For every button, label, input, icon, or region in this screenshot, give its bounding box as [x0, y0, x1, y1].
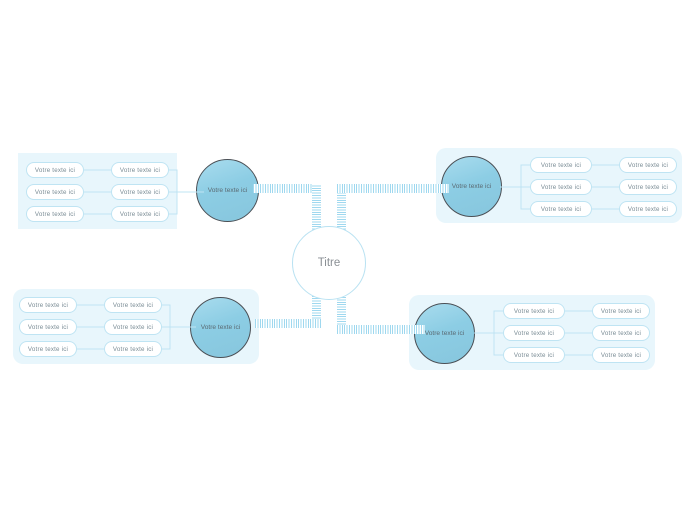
- branch-node-bottom-left[interactable]: Votre texte ici: [190, 297, 251, 358]
- pill-item[interactable]: Votre texte ici: [503, 303, 565, 319]
- branch-node-label: Votre texte ici: [207, 187, 248, 194]
- ribbon-center-to-bottom-right-riser: [337, 294, 346, 334]
- center-node-titre[interactable]: Titre: [292, 226, 366, 300]
- pill-label: Votre texte ici: [34, 188, 76, 196]
- pill-label: Votre texte ici: [513, 307, 555, 315]
- ribbon-center-to-top-left: [253, 184, 321, 193]
- ribbon-center-to-top-right: [337, 184, 449, 193]
- pill-item[interactable]: Votre texte ici: [503, 347, 565, 363]
- ribbon-center-to-bottom-left: [255, 319, 321, 328]
- pill-label: Votre texte ici: [34, 166, 76, 174]
- ribbon-center-to-top-right-riser: [337, 184, 346, 232]
- ribbon-center-to-bottom-right: [337, 325, 425, 334]
- pill-label: Votre texte ici: [513, 351, 555, 359]
- ribbon-center-to-top-left-riser: [312, 184, 321, 232]
- pill-label: Votre texte ici: [600, 351, 642, 359]
- pill-label: Votre texte ici: [112, 323, 154, 331]
- pill-label: Votre texte ici: [119, 210, 161, 218]
- branch-node-label: Votre texte ici: [424, 330, 465, 337]
- pill-label: Votre texte ici: [627, 161, 669, 169]
- pill-label: Votre texte ici: [600, 307, 642, 315]
- pill-label: Votre texte ici: [627, 183, 669, 191]
- pill-label: Votre texte ici: [27, 323, 69, 331]
- pill-label: Votre texte ici: [112, 301, 154, 309]
- pill-label: Votre texte ici: [513, 329, 555, 337]
- branch-node-label: Votre texte ici: [200, 324, 241, 331]
- pill-item[interactable]: Votre texte ici: [26, 162, 84, 178]
- pill-label: Votre texte ici: [119, 188, 161, 196]
- pill-label: Votre texte ici: [112, 345, 154, 353]
- pill-item[interactable]: Votre texte ici: [26, 184, 84, 200]
- pill-item[interactable]: Votre texte ici: [619, 179, 677, 195]
- pill-label: Votre texte ici: [34, 210, 76, 218]
- pill-item[interactable]: Votre texte ici: [111, 184, 169, 200]
- pill-item[interactable]: Votre texte ici: [503, 325, 565, 341]
- pill-item[interactable]: Votre texte ici: [530, 179, 592, 195]
- ribbon-center-to-bottom-left-riser: [312, 294, 321, 328]
- pill-item[interactable]: Votre texte ici: [19, 341, 77, 357]
- pill-item[interactable]: Votre texte ici: [19, 297, 77, 313]
- branch-node-label: Votre texte ici: [451, 183, 492, 190]
- pill-label: Votre texte ici: [540, 183, 582, 191]
- pill-item[interactable]: Votre texte ici: [19, 319, 77, 335]
- branch-node-top-left[interactable]: Votre texte ici: [196, 159, 259, 222]
- pill-item[interactable]: Votre texte ici: [530, 157, 592, 173]
- pill-label: Votre texte ici: [540, 161, 582, 169]
- center-node-label: Titre: [317, 257, 341, 269]
- pill-label: Votre texte ici: [540, 205, 582, 213]
- pill-label: Votre texte ici: [27, 301, 69, 309]
- pill-label: Votre texte ici: [600, 329, 642, 337]
- pill-item[interactable]: Votre texte ici: [619, 157, 677, 173]
- branch-node-top-right[interactable]: Votre texte ici: [441, 156, 502, 217]
- pill-label: Votre texte ici: [119, 166, 161, 174]
- pill-label: Votre texte ici: [627, 205, 669, 213]
- pill-item[interactable]: Votre texte ici: [26, 206, 84, 222]
- pill-item[interactable]: Votre texte ici: [530, 201, 592, 217]
- pill-label: Votre texte ici: [27, 345, 69, 353]
